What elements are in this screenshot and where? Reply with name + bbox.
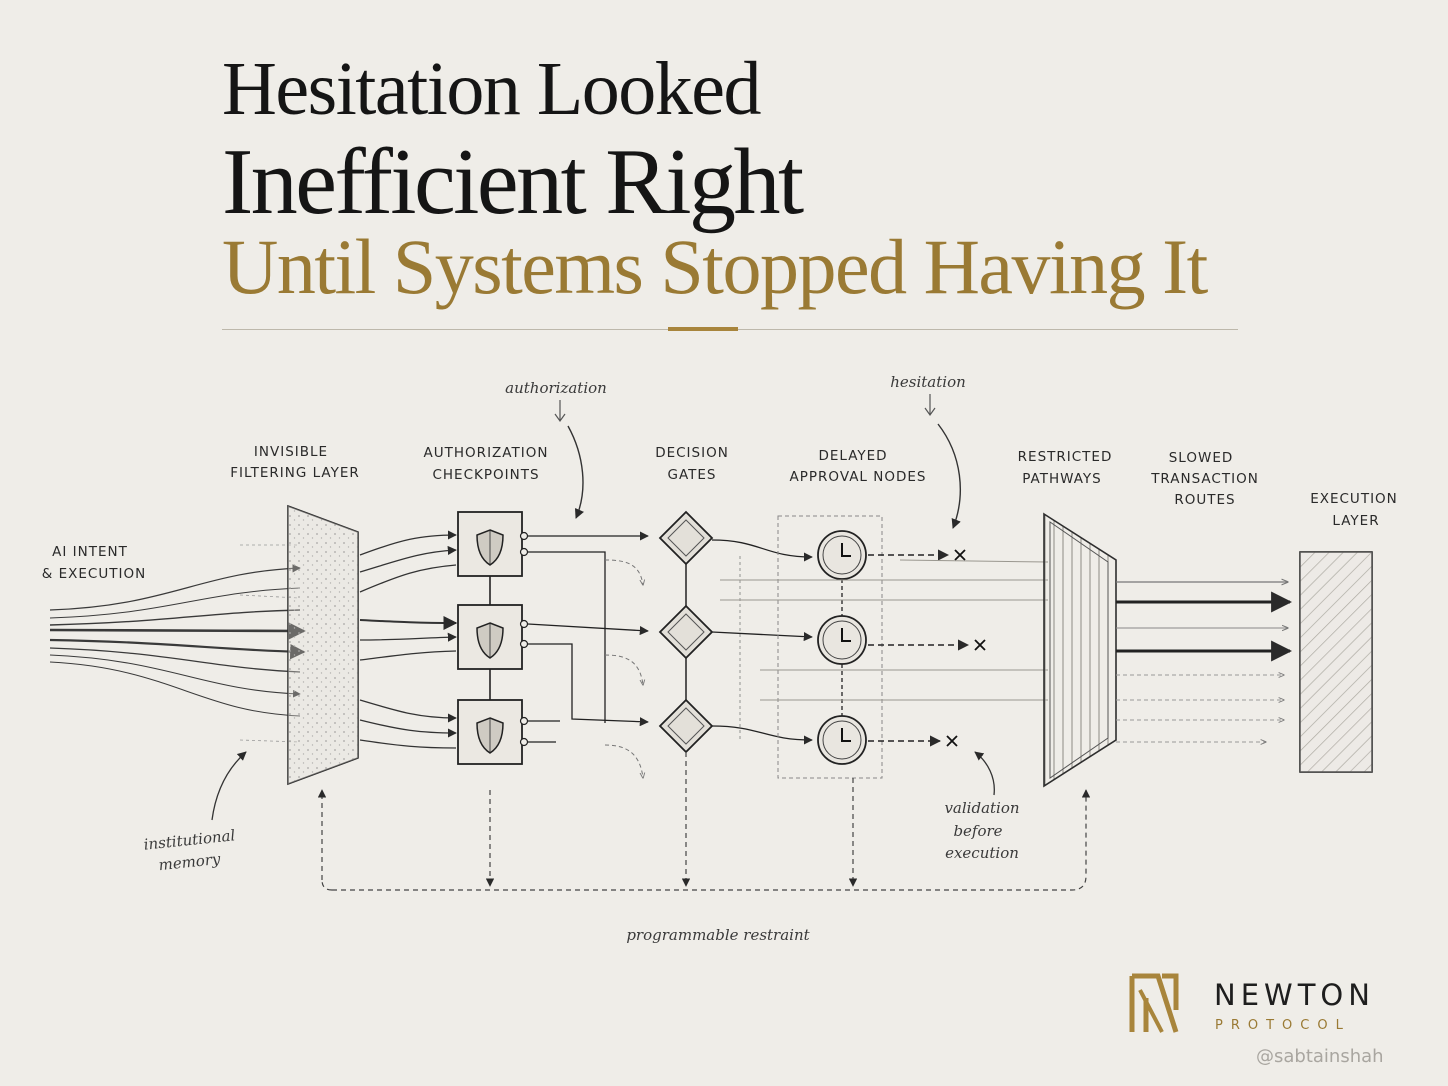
annotation-validation-2: before (953, 822, 1002, 840)
stage-label-filter: INVISIBLE FILTERING LAYER (230, 444, 360, 481)
stage-label-gates-1: DECISION (655, 445, 729, 461)
feedback-loop (317, 752, 1091, 891)
x-mark-icon (946, 549, 986, 747)
stage-label-slowed-3: ROUTES (1174, 492, 1235, 508)
decision-gate-2 (658, 604, 714, 660)
delayed-node-1 (817, 530, 867, 580)
filter-to-checkpoint-lines (359, 530, 458, 749)
slowed-route-lines (1116, 582, 1293, 742)
delayed-nodes-frame (777, 515, 883, 779)
annotation-memory-2: memory (158, 850, 222, 874)
stage-label-execution: EXECUTION LAYER (1310, 491, 1398, 529)
gate-to-node-lines (711, 539, 813, 745)
stage-label-delayed: DELAYED APPROVAL NODES (790, 448, 927, 485)
annotation-validation-arrow (974, 751, 995, 796)
brand-subtitle: PROTOCOL (1215, 1018, 1351, 1033)
stage-label-delayed-1: DELAYED (818, 448, 887, 464)
stage-label-execution-2: LAYER (1332, 513, 1379, 529)
stage-label-restricted-2: PATHWAYS (1022, 471, 1101, 487)
stage-label-filter-2: FILTERING LAYER (230, 465, 360, 481)
annotation-memory-1: institutional (143, 826, 237, 854)
stage-label-slowed: SLOWED TRANSACTION ROUTES (1150, 450, 1259, 508)
stage-label-gates: DECISION GATES (655, 445, 729, 483)
stage-label-input: AI INTENT & EXECUTION (42, 544, 146, 582)
title-divider-accent (668, 327, 738, 331)
checkpoint-box-2 (457, 604, 529, 670)
title-line-1: Hesitation Looked (222, 47, 762, 131)
checkpoint-box-3 (457, 699, 529, 765)
stage-label-checkpoints-2: CHECKPOINTS (432, 467, 539, 483)
dashed-side-branches (604, 559, 643, 778)
annotation-validation-3: execution (945, 844, 1019, 862)
stage-label-slowed-1: SLOWED (1169, 450, 1234, 466)
annotation-validation-1: validation (944, 799, 1019, 817)
execution-layer-block (1299, 551, 1373, 773)
stage-label-gates-2: GATES (668, 467, 717, 483)
watermark: @sabtainshah (1256, 1046, 1384, 1067)
annotation-hesitation: hesitation (890, 373, 966, 391)
newton-logo-icon (1129, 973, 1179, 1033)
stage-label-checkpoints: AUTHORIZATION CHECKPOINTS (424, 445, 549, 483)
filtering-layer-panel (287, 504, 359, 786)
faint-pass-lines (720, 559, 1049, 701)
stage-label-input-2: & EXECUTION (42, 566, 146, 582)
annotation-hesitation-arrow (924, 394, 936, 417)
decision-gate-1 (658, 510, 714, 566)
stage-label-restricted-1: RESTRICTED (1018, 449, 1113, 465)
annotation-memory-arrow (211, 751, 247, 821)
delayed-node-3 (817, 715, 867, 765)
clock-icon (841, 628, 851, 642)
blocked-routes (868, 549, 970, 747)
stage-label-restricted: RESTRICTED PATHWAYS (1018, 449, 1113, 487)
stage-label-delayed-2: APPROVAL NODES (790, 469, 927, 485)
checkpoint-box-1 (457, 511, 529, 577)
annotation-authorization-arrow (554, 400, 566, 423)
delayed-node-2 (817, 615, 867, 665)
annotation-authorization: authorization (505, 379, 607, 397)
brand-name: NEWTON (1214, 978, 1375, 1012)
restricted-pathways-panel (1043, 512, 1117, 788)
stage-label-filter-1: INVISIBLE (254, 444, 328, 460)
clock-icon (841, 728, 851, 742)
stage-label-input-1: AI INTENT (52, 544, 128, 560)
title-line-3: Until Systems Stopped Having It (222, 223, 1208, 310)
annotation-restraint: programmable restraint (626, 926, 810, 944)
checkpoint-to-gate-lines (527, 531, 649, 743)
decision-gate-3 (658, 698, 714, 754)
clock-icon (841, 543, 851, 557)
stage-label-slowed-2: TRANSACTION (1150, 471, 1259, 487)
annotation-hesitation-curve (937, 423, 961, 529)
stage-label-execution-1: EXECUTION (1310, 491, 1398, 507)
annotation-authorization-curve (567, 425, 584, 519)
stage-label-checkpoints-1: AUTHORIZATION (424, 445, 549, 461)
title-line-2: Inefficient Right (222, 130, 804, 234)
input-flow-lines (49, 544, 306, 743)
